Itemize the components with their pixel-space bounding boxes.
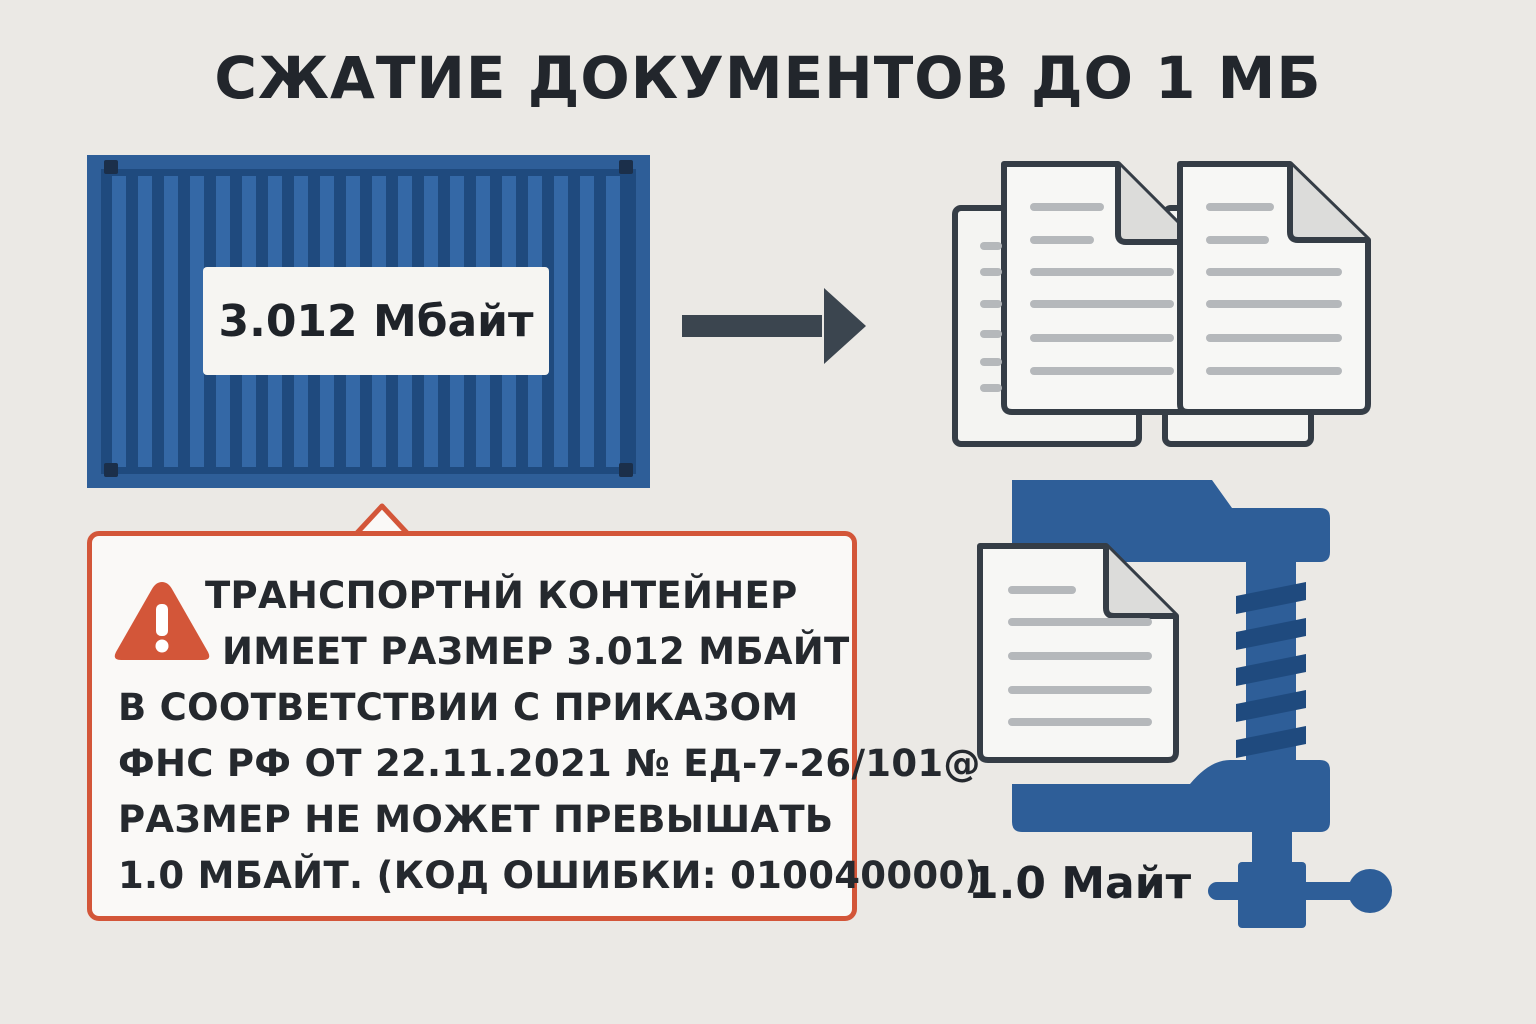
document-lines <box>980 203 1342 392</box>
c-clamp-icon <box>1012 480 1392 928</box>
warning-line: ТРАНСПОРТНЙ КОНТЕЙНЕР <box>205 574 798 617</box>
warning-line: ИМЕЕТ РАЗМЕР 3.012 МБАЙТ <box>222 630 850 673</box>
arrow-right-icon <box>682 288 866 364</box>
compressed-size-label: 1.0 Майт <box>968 858 1192 909</box>
document-icon <box>977 543 1179 763</box>
warning-box: ТРАНСПОРТНЙ КОНТЕЙНЕР ИМЕЕТ РАЗМЕР 3.012… <box>87 531 981 921</box>
page-title: СЖАТИЕ ДОКУМЕНТОВ ДО 1 МБ <box>214 44 1322 112</box>
warning-line: В СООТВЕТСТВИИ С ПРИКАЗОМ <box>118 686 799 729</box>
warning-line: ФНС РФ ОТ 22.11.2021 № ЕД-7-26/101@ <box>118 742 981 785</box>
container-size-label: 3.012 Мбайт <box>203 267 549 375</box>
warning-message: ТРАНСПОРТНЙ КОНТЕЙНЕР ИМЕЕТ РАЗМЕР 3.012… <box>92 536 981 926</box>
documents-stack-icon <box>952 161 1371 447</box>
warning-pointer <box>353 503 411 537</box>
warning-line: РАЗМЕР НЕ МОЖЕТ ПРЕВЫШАТЬ <box>118 798 834 841</box>
warning-line: 1.0 МБАЙТ. (КОД ОШИБКИ: 010040000) <box>118 854 982 897</box>
warning-triangle-icon <box>114 582 210 660</box>
